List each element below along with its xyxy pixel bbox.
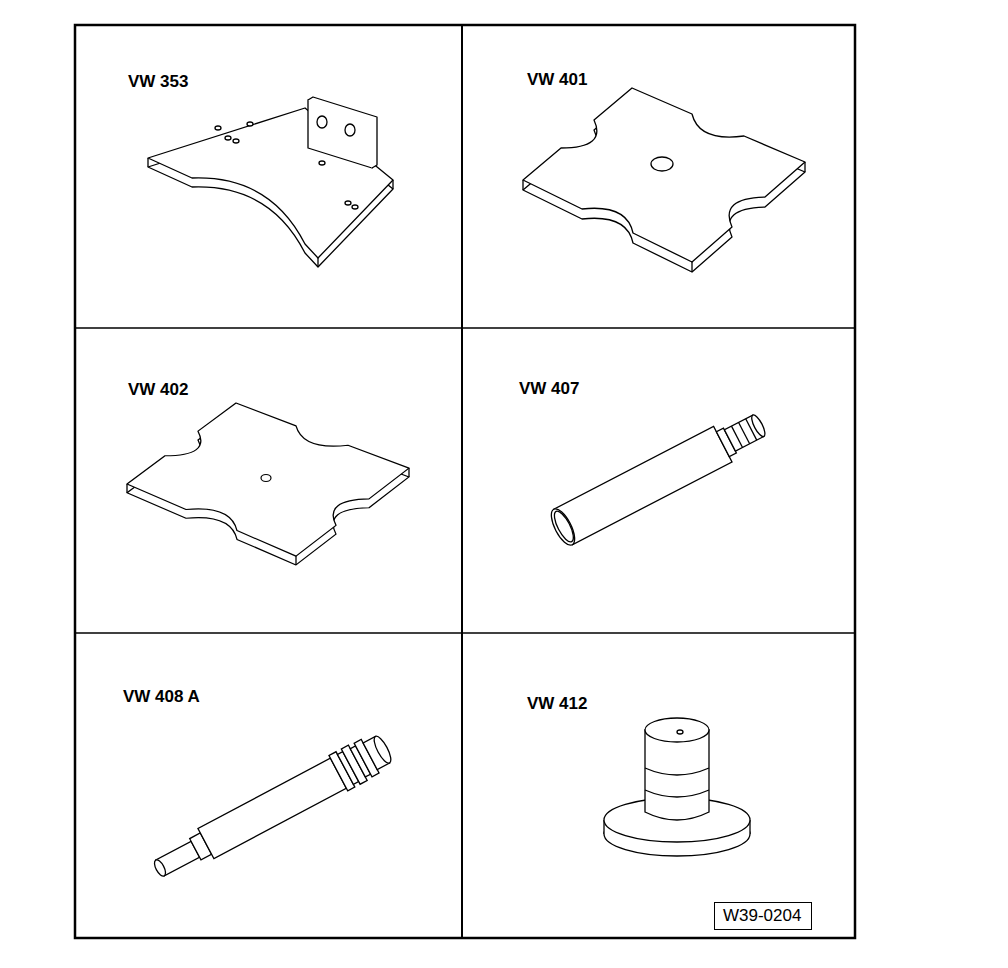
cross-plate-drawing xyxy=(523,88,805,272)
tool-number: VW 408 A xyxy=(123,688,200,705)
plate-drawing xyxy=(148,97,393,267)
tool-number: VW 401 xyxy=(527,71,587,88)
tool-cell: VW 408 A xyxy=(75,633,462,938)
tool-number: VW 402 xyxy=(128,381,188,398)
cross-plate-drawing xyxy=(127,403,409,565)
grid-line xyxy=(75,327,855,329)
tool-number: VW 353 xyxy=(128,73,188,90)
mandrel-drawing xyxy=(547,406,771,548)
tool-cell: VW 402 xyxy=(75,328,462,633)
tool-number: VW 412 xyxy=(527,695,587,712)
drawing-number-box: W39-0204 xyxy=(714,902,812,930)
mandrel-drawing xyxy=(147,730,396,888)
grid-line xyxy=(461,25,463,938)
tool-cell: VW 407 xyxy=(462,328,855,633)
tool-cell: VW 353 xyxy=(75,25,462,328)
outer-frame xyxy=(75,25,855,938)
tool-cell: VW 412W39-0204 xyxy=(462,633,855,938)
tool-number: VW 407 xyxy=(519,380,579,397)
drawing-number: W39-0204 xyxy=(723,907,801,924)
grid-line xyxy=(75,632,855,634)
tool-cell: VW 401 xyxy=(462,25,855,328)
drift-drawing xyxy=(604,718,750,856)
